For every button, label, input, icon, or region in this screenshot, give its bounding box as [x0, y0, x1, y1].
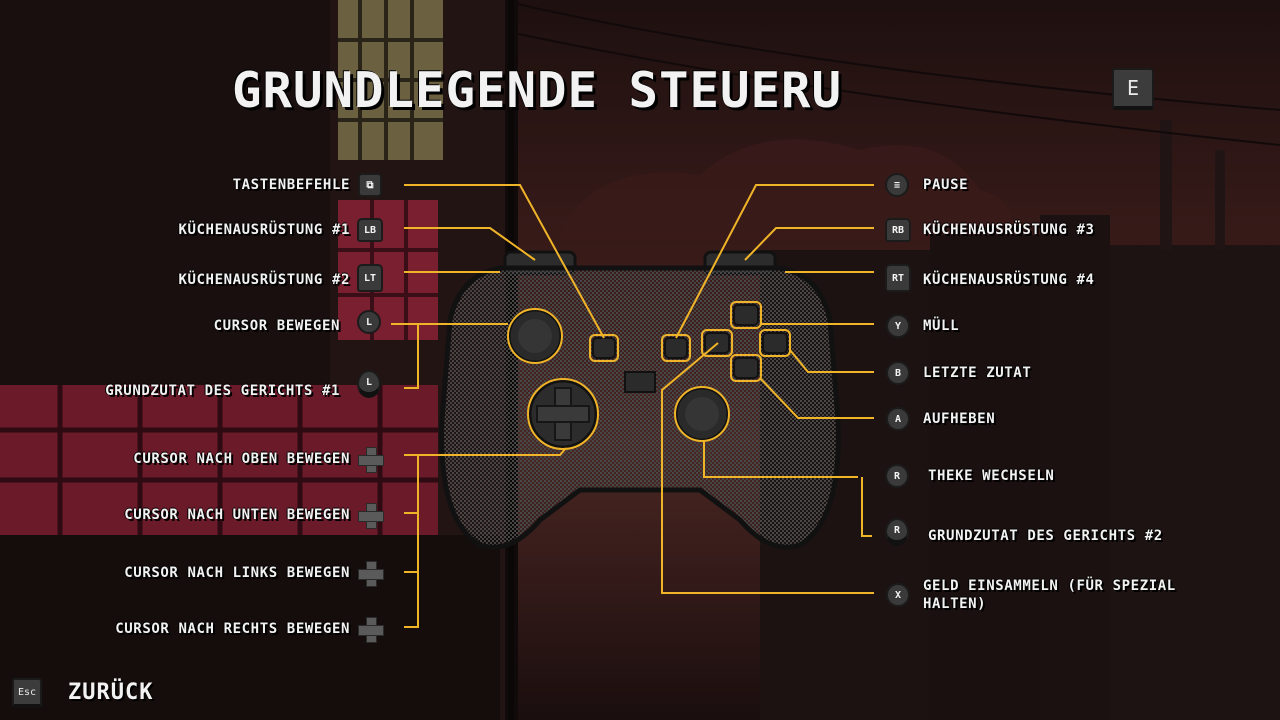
dpad-up-icon — [358, 447, 384, 473]
dpad-down-icon — [358, 503, 384, 529]
binding-label-tastenbefehle: TASTENBEFEHLE — [232, 177, 350, 193]
back-button[interactable]: ZURÜCK — [68, 680, 154, 705]
binding-label-kuechen-3: KÜCHENAUSRÜSTUNG #3 — [923, 222, 1095, 238]
binding-label-muell: MÜLL — [923, 318, 960, 334]
dpad-right-icon — [358, 617, 384, 643]
esc-key-icon[interactable]: Esc — [12, 678, 42, 708]
menu-button-icon: ≡ — [885, 173, 909, 197]
left-stick-move-icon: L — [357, 310, 381, 334]
x-button-icon: X — [886, 583, 910, 607]
binding-label-kuechen-1: KÜCHENAUSRÜSTUNG #1 — [178, 222, 350, 238]
rb-button-icon: RB — [885, 218, 911, 242]
binding-label-kuechen-4: KÜCHENAUSRÜSTUNG #4 — [923, 272, 1095, 288]
dpad-left-icon — [358, 561, 384, 587]
right-stick-move-icon: R — [885, 464, 909, 488]
binding-label-aufheben: AUFHEBEN — [923, 411, 996, 427]
binding-label-pause: PAUSE — [923, 177, 969, 193]
page-title: GRUNDLEGENDE STEUERU — [232, 62, 843, 119]
binding-label-cursor-bewegen: CURSOR BEWEGEN — [213, 318, 340, 334]
binding-label-cursor-rechts: CURSOR NACH RECHTS BEWEGEN — [115, 621, 350, 637]
binding-label-geld-einsammeln: GELD EINSAMMELN (FÜR SPEZIAL — [923, 578, 1176, 594]
view-button-icon: ⧉ — [358, 173, 382, 197]
a-button-icon: A — [886, 407, 910, 431]
lb-button-icon: LB — [357, 218, 383, 242]
b-button-icon: B — [886, 361, 910, 385]
binding-label-kuechen-2: KÜCHENAUSRÜSTUNG #2 — [178, 272, 350, 288]
binding-label-grundzutat-1: GRUNDZUTAT DES GERICHTS #1 — [105, 383, 340, 399]
left-stick-press-icon: L — [357, 370, 381, 398]
binding-label-geld-einsammeln-line2: HALTEN) — [923, 596, 987, 612]
lt-trigger-icon: LT — [357, 264, 383, 292]
y-button-icon: Y — [886, 314, 910, 338]
rt-trigger-icon: RT — [885, 264, 911, 292]
right-stick-press-icon: R — [885, 518, 909, 546]
e-key-icon[interactable]: E — [1112, 68, 1154, 110]
binding-label-cursor-oben: CURSOR NACH OBEN BEWEGEN — [133, 451, 350, 467]
binding-label-grundzutat-2: GRUNDZUTAT DES GERICHTS #2 — [928, 528, 1163, 544]
binding-label-cursor-unten: CURSOR NACH UNTEN BEWEGEN — [124, 507, 350, 523]
binding-label-letzte-zutat: LETZTE ZUTAT — [923, 365, 1032, 381]
binding-label-cursor-links: CURSOR NACH LINKS BEWEGEN — [124, 565, 350, 581]
binding-label-theke-wechseln: THEKE WECHSELN — [928, 468, 1055, 484]
